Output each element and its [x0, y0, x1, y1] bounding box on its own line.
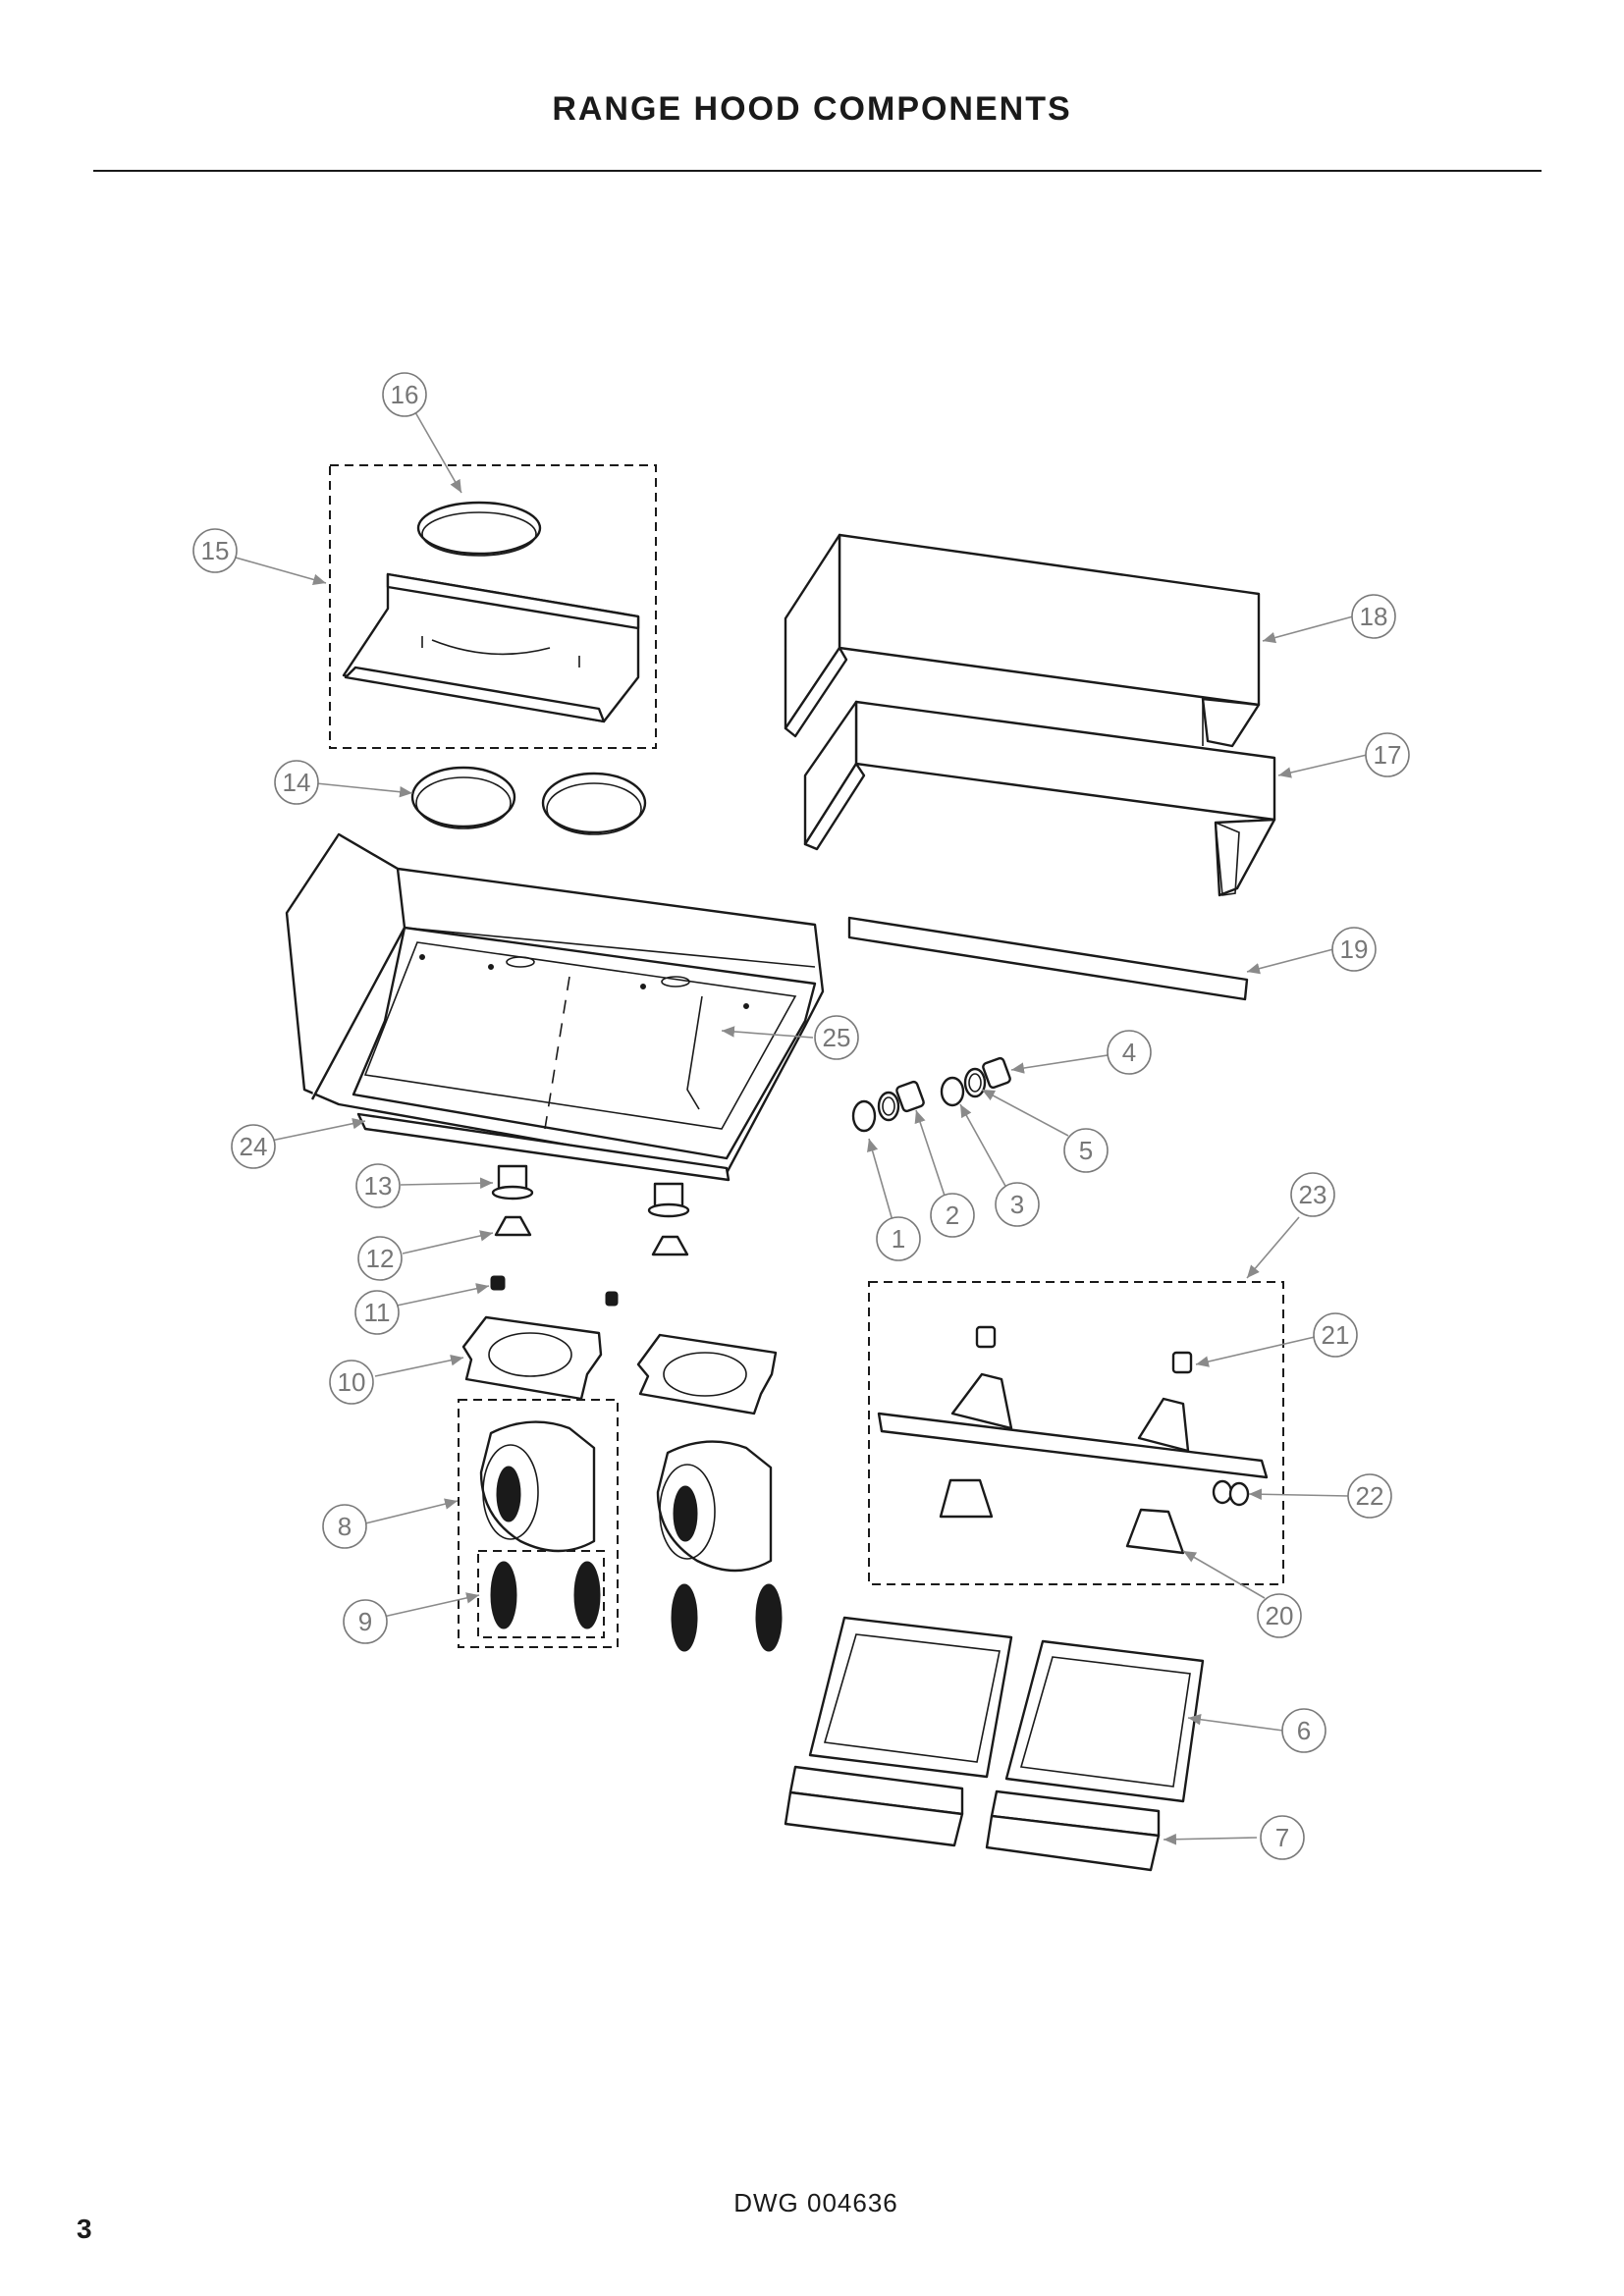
callout-2-label: 2 [946, 1201, 959, 1230]
hood-body [285, 832, 825, 1175]
callout-22-label: 22 [1356, 1481, 1384, 1511]
callout-15: 15 [192, 528, 238, 573]
callout-24: 24 [231, 1124, 276, 1169]
callout-19-label: 19 [1340, 934, 1369, 964]
callout-12-label: 12 [366, 1244, 395, 1273]
callout-7: 7 [1260, 1815, 1305, 1860]
callout-8-label: 8 [338, 1512, 352, 1541]
callout-3-label: 3 [1010, 1190, 1024, 1219]
callout-16: 16 [382, 372, 427, 417]
control-knobs-parts-1-5 [851, 1056, 1011, 1133]
drawing-number: DWG 004636 [733, 2188, 898, 2217]
callout-17-label: 17 [1374, 740, 1402, 770]
callout-23: 23 [1290, 1172, 1335, 1217]
clips-part-11 [490, 1275, 619, 1307]
callout-20-label: 20 [1266, 1601, 1294, 1630]
callout-4: 4 [1107, 1030, 1152, 1075]
light-sockets-part-13 [491, 1164, 690, 1218]
callout-16-label: 16 [391, 380, 419, 409]
duct-collar-part-14 [410, 766, 647, 835]
callout-14-label: 14 [283, 768, 311, 797]
page-number: 3 [77, 2214, 92, 2244]
light-bar-group-box [868, 1281, 1284, 1585]
callout-18-label: 18 [1360, 602, 1388, 631]
duct-ring-part-16 [416, 501, 542, 557]
callout-5-label: 5 [1079, 1136, 1093, 1165]
duct-adapter-group-box [329, 464, 657, 749]
baffle-filters-part-6 [808, 1616, 1205, 1803]
light-bar-part-23 [877, 1372, 1269, 1479]
grease-trays-part-7 [784, 1765, 1161, 1872]
blower-wheel-group-box [477, 1550, 605, 1638]
blower-wheels-part-9 [490, 1561, 783, 1652]
callout-11: 11 [354, 1290, 400, 1335]
callout-6: 6 [1281, 1708, 1326, 1753]
callout-24-label: 24 [240, 1132, 268, 1161]
callout-4-label: 4 [1122, 1038, 1136, 1067]
callout-9: 9 [343, 1599, 388, 1644]
motor-plates-part-10 [461, 1315, 778, 1415]
callout-11-label: 11 [364, 1298, 391, 1327]
halogen-lamps-part-20 [939, 1478, 1185, 1555]
callout-3: 3 [995, 1182, 1040, 1227]
light-switches-part-22 [1212, 1479, 1250, 1507]
callout-7-label: 7 [1275, 1823, 1289, 1852]
callout-25: 25 [814, 1015, 859, 1060]
callout-10-label: 10 [338, 1367, 366, 1397]
callout-25-label: 25 [823, 1023, 851, 1052]
lower-chimney-cover-part-17 [803, 700, 1276, 897]
callout-23-label: 23 [1299, 1180, 1327, 1209]
callout-5: 5 [1063, 1128, 1109, 1173]
callout-9-label: 9 [358, 1607, 372, 1636]
duct-transition-part-15 [342, 572, 640, 723]
callout-1-label: 1 [892, 1224, 905, 1254]
callout-13: 13 [355, 1163, 401, 1208]
blower-motors-part-8 [479, 1420, 773, 1573]
callout-13-label: 13 [364, 1171, 393, 1201]
title-rule [93, 170, 1542, 172]
upper-chimney-cover-part-18 [784, 533, 1261, 748]
callout-15-label: 15 [201, 536, 230, 565]
light-clips-part-21 [975, 1325, 1193, 1374]
page-title: RANGE HOOD COMPONENTS [552, 90, 1072, 128]
callout-20: 20 [1257, 1593, 1302, 1638]
callout-22: 22 [1347, 1473, 1392, 1519]
callout-8: 8 [322, 1504, 367, 1549]
callout-2: 2 [930, 1193, 975, 1238]
callout-12: 12 [357, 1236, 403, 1281]
callout-14: 14 [274, 760, 319, 805]
leader-lines [235, 411, 1368, 1845]
front-strip-part-19 [847, 916, 1249, 1001]
callout-19: 19 [1331, 927, 1377, 972]
bulbs-part-12 [494, 1215, 689, 1256]
callout-1: 1 [876, 1216, 921, 1261]
callout-6-label: 6 [1297, 1716, 1311, 1745]
callout-21-label: 21 [1322, 1320, 1350, 1350]
callout-18: 18 [1351, 594, 1396, 639]
callout-17: 17 [1365, 732, 1410, 777]
blower-group-box [458, 1399, 619, 1648]
callout-21: 21 [1313, 1312, 1358, 1358]
callout-10: 10 [329, 1360, 374, 1405]
